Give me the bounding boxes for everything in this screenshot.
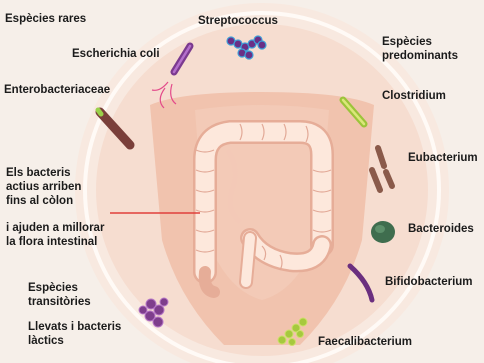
note-line-3: fins al còlon [6,195,73,208]
label-yeasts-1: Llevats i bacteris [28,321,121,334]
heading-predominant-species-1: Espècies [382,36,432,49]
label-clostridium: Clostridium [382,90,446,103]
note-line-1: Els bacteris [6,167,71,180]
label-enterobacteriaceae: Enterobacteriaceae [4,84,110,97]
note-line-5: la flora intestinal [6,236,97,249]
heading-transitory-species-2: transitòries [28,296,91,309]
label-streptococcus: Streptococcus [198,15,278,28]
note-line-4: i ajuden a millorar [6,222,104,235]
label-bacteroides: Bacteroides [408,223,474,236]
bacteroides-icon [371,221,395,243]
heading-rare-species: Espècies rares [5,13,86,26]
label-escherichia-coli: Escherichia coli [72,48,160,61]
label-faecalibacterium: Faecalibacterium [318,336,412,349]
heading-predominant-species-2: predominants [382,50,458,63]
label-eubacterium: Eubacterium [408,152,478,165]
note-line-2: actius arriben [6,181,81,194]
heading-transitory-species-1: Espècies [28,282,78,295]
label-yeasts-2: làctics [28,335,64,348]
label-bifidobacterium: Bifidobacterium [385,276,473,289]
